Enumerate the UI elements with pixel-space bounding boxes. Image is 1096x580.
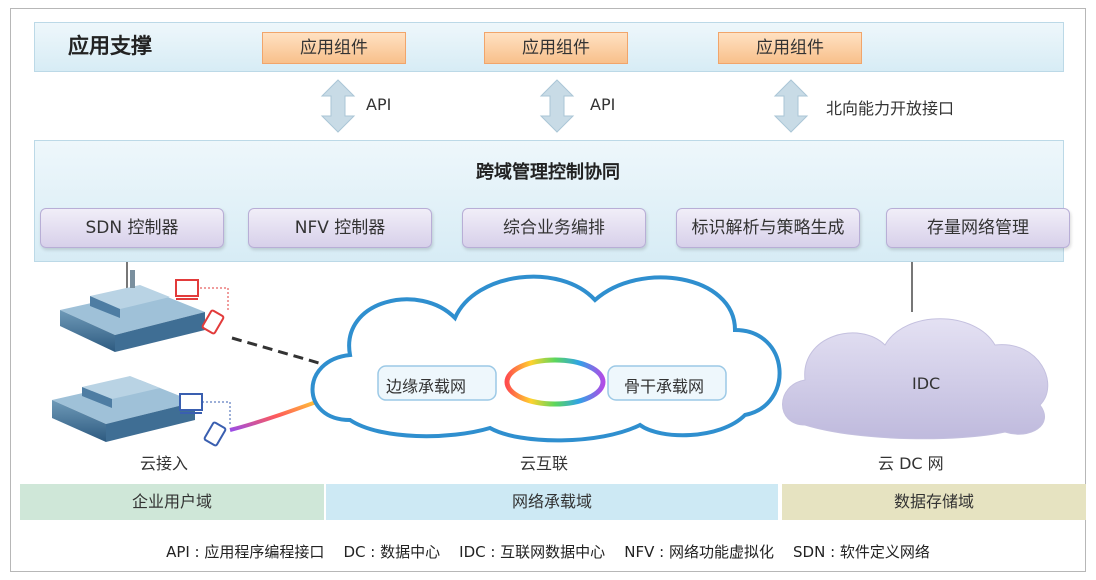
enterprise-devices-2 [179,393,231,447]
identifier-resolution-box: 标识解析与策略生成 [676,208,860,248]
service-orchestration-box: 综合业务编排 [462,208,646,248]
legacy-network-management-box: 存量网络管理 [886,208,1070,248]
enterprise-building-1 [60,270,205,352]
edge-network-box [377,365,497,401]
sdn-controller-box: SDN 控制器 [40,208,224,248]
cloud-interconnect-caption: 云互联 [520,454,569,473]
dashed-link [231,336,379,382]
idc-label: IDC [912,374,941,393]
rainbow-ring [504,357,606,407]
application-component-3: 应用组件 [718,32,862,64]
northbound-interface-label: 北向能力开放接口 [826,99,955,118]
cloud-access-caption: 云接入 [140,454,189,473]
idc-cloud [782,318,1049,440]
nfv-controller-box: NFV 控制器 [248,208,432,248]
api-arrow-1 [320,79,356,133]
enterprise-user-domain: 企业用户域 [20,484,324,520]
network-bearer-domain: 网络承载域 [326,484,778,520]
api-arrow-2 [539,79,575,133]
application-support-title: 应用支撑 [68,34,152,58]
northbound-arrow [773,79,809,133]
edge-network-label: 边缘承载网 [386,377,467,396]
enterprise-devices-1 [175,279,229,335]
enterprise-building-2 [52,376,195,442]
api-label-1: API [366,95,392,114]
backbone-network-box [607,365,727,401]
data-storage-domain: 数据存储域 [782,484,1086,520]
cross-domain-control-title: 跨域管理控制协同 [476,162,620,183]
cloud-dc-network-caption: 云 DC 网 [878,454,944,473]
api-label-2: API [590,95,616,114]
application-component-1: 应用组件 [262,32,406,64]
backbone-network-label: 骨干承载网 [624,377,705,396]
abbreviation-legend: API : 应用程序编程接口 DC : 数据中心 IDC : 互联网数据中心 N… [166,543,930,561]
application-component-2: 应用组件 [484,32,628,64]
